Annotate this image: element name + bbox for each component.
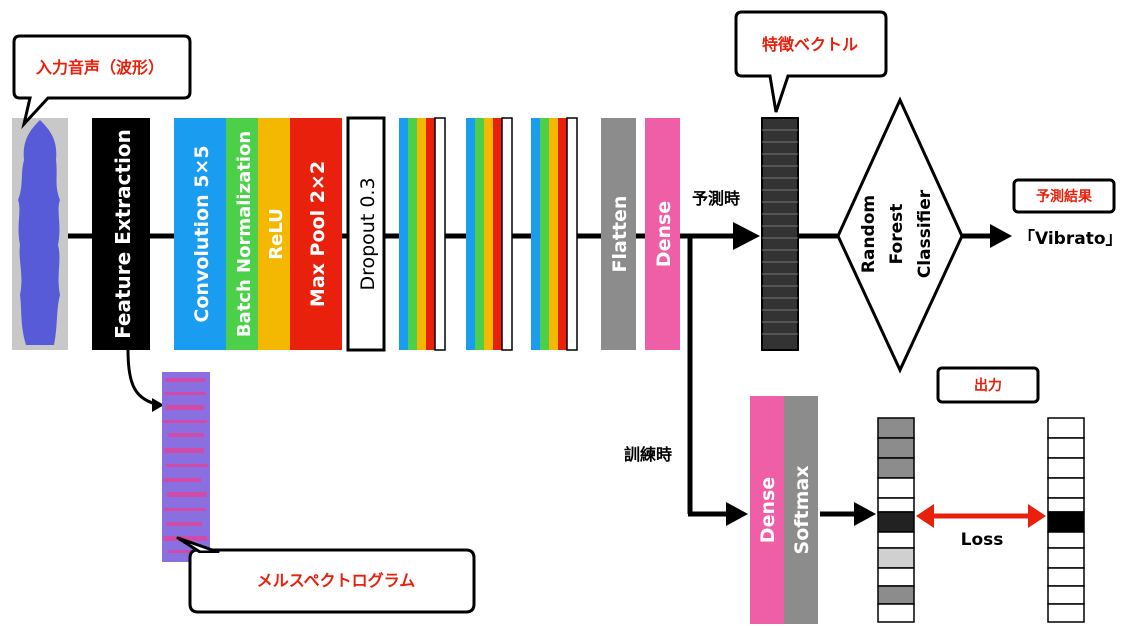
flatten-label: Flatten (609, 196, 631, 273)
arrow-head-spectrogram (152, 398, 164, 412)
dropout-block (346, 116, 386, 352)
feature-extraction-block (92, 118, 150, 350)
conv-block-repeat-3 (531, 117, 578, 351)
callout-feature-vector-text: 特徴ベクトル (762, 35, 858, 54)
arrow-head-output (854, 502, 876, 526)
loss-arrow-right-head (1028, 504, 1046, 528)
dropout-label: Dropout 0.3 (357, 177, 379, 290)
relu-label: ReLU (266, 208, 287, 260)
random-forest-classifier (836, 96, 964, 374)
output-box-text: 出力 (974, 377, 1002, 394)
callout-mel-spectrogram-text: メルスペクトログラム (257, 571, 415, 590)
output-vector (877, 417, 915, 623)
arrow-to-spectrogram (126, 349, 161, 407)
prediction-result-box: 予測結果 (1012, 178, 1116, 214)
loss-arrow-left-head (916, 504, 934, 528)
dense-block (645, 118, 680, 350)
convolution-label: Convolution 5×5 (191, 145, 213, 322)
input-waveform (12, 118, 68, 350)
max-pool-block (290, 118, 342, 350)
prediction-time-label: 予測時 (692, 189, 740, 208)
target-vector (1047, 417, 1085, 623)
max-pool-label: Max Pool 2×2 (307, 161, 329, 307)
prediction-result-text: 予測結果 (1036, 188, 1093, 205)
feature-vector (761, 117, 799, 351)
feature-extraction-label: Feature Extraction (111, 129, 135, 339)
callout-input-audio: 入力音声（波形） (12, 34, 192, 130)
batch-norm-label: Batch Normalization (234, 131, 255, 337)
callout-mel-spectrogram: メルスペクトログラム (176, 536, 476, 614)
softmax-block (784, 396, 818, 624)
arrow-to-feature-vector (733, 222, 760, 250)
mel-spectrogram-image (162, 372, 210, 562)
dense-label: Dense (653, 201, 675, 267)
convolution-block (174, 118, 226, 350)
softmax-label: Softmax (791, 466, 813, 555)
relu-block (258, 118, 290, 350)
batch-norm-block (226, 118, 258, 350)
loss-label: Loss (961, 530, 1004, 550)
conv-block-repeat-1 (399, 117, 446, 351)
arrow-head-training (726, 502, 748, 526)
output-box: 出力 (936, 366, 1040, 404)
random-forest-label-2: Forest (887, 204, 907, 265)
training-time-label: 訓練時 (624, 445, 672, 464)
flatten-block (601, 118, 636, 350)
callout-feature-vector: 特徴ベクトル (734, 10, 888, 113)
arrow-head-result (990, 224, 1012, 248)
result-label: 「Vibrato」 (1018, 228, 1123, 249)
random-forest-label-1: Random (859, 195, 879, 273)
dense-train-label: Dense (757, 477, 779, 543)
dense-train-block (750, 396, 784, 624)
conv-block-repeat-2 (466, 117, 513, 351)
random-forest-label-3: Classifier (915, 189, 935, 278)
callout-input-audio-text: 入力音声（波形） (36, 58, 164, 77)
